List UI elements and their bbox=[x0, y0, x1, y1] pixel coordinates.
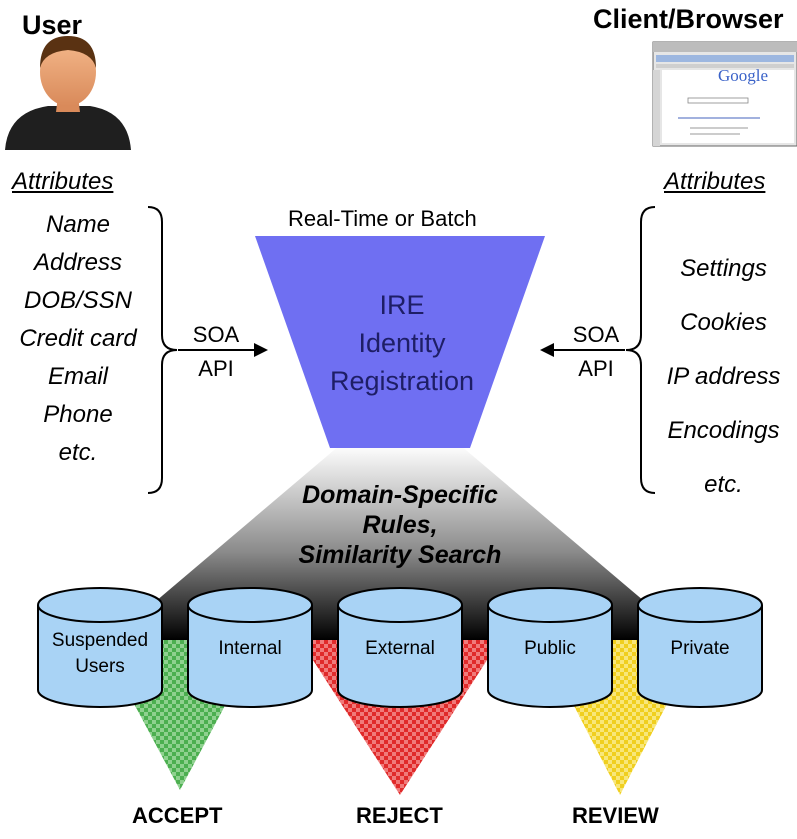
client-attr-cookies: Cookies bbox=[680, 309, 767, 336]
rules-label: Domain-Specific Rules, Similarity Search bbox=[250, 480, 550, 570]
user-attr-credit-card: Credit card bbox=[19, 325, 137, 352]
user-attributes-list: Name Address DOB/SSN Credit card Email P… bbox=[0, 206, 156, 472]
user-attributes-title: Attributes bbox=[12, 168, 114, 195]
user-attr-etc: etc. bbox=[58, 439, 98, 466]
db-label-private: Private bbox=[670, 638, 730, 659]
db-label-public: Public bbox=[524, 638, 576, 659]
rules-line1: Domain-Specific bbox=[302, 481, 498, 509]
ire-line3: Registration bbox=[329, 366, 475, 396]
user-attr-name: Name bbox=[45, 211, 111, 238]
db-0-line1: Suspended bbox=[51, 630, 149, 651]
db-internal bbox=[187, 587, 313, 708]
ire-label: IRE Identity Registration bbox=[270, 286, 534, 400]
soa-left-line2: API bbox=[198, 356, 234, 381]
right-brace bbox=[625, 206, 656, 494]
client-attr-encodings: Encodings bbox=[667, 417, 780, 444]
client-attributes-title: Attributes bbox=[664, 168, 766, 195]
db-0-line2: Users bbox=[75, 656, 125, 677]
user-title: User bbox=[22, 10, 83, 40]
soa-api-right: SOA API bbox=[566, 318, 626, 386]
db-label-suspended-users: Suspended Users bbox=[38, 628, 162, 680]
db-label-internal: Internal bbox=[218, 638, 282, 659]
right-arrow-head bbox=[540, 343, 554, 357]
db-public bbox=[487, 587, 613, 708]
db-external bbox=[337, 587, 463, 708]
browser-window-icon bbox=[652, 41, 797, 147]
ire-line2: Identity bbox=[358, 328, 446, 358]
rules-line3: Similarity Search bbox=[298, 541, 502, 569]
user-attr-phone: Phone bbox=[43, 401, 113, 428]
ire-funnel bbox=[255, 236, 545, 448]
client-attr-ip-address: IP address bbox=[666, 363, 781, 390]
mode-label: Real-Time or Batch bbox=[288, 206, 477, 231]
client-title: Client/Browser bbox=[593, 4, 784, 34]
left-brace bbox=[147, 206, 178, 494]
db-private bbox=[637, 587, 763, 708]
outcome-reject: REJECT bbox=[356, 803, 443, 828]
client-attributes-list: Settings Cookies IP address Encodings et… bbox=[650, 242, 797, 512]
browser-logo-text: Google bbox=[718, 66, 769, 85]
rules-line2: Rules, bbox=[362, 511, 438, 539]
client-attr-etc: etc. bbox=[704, 471, 743, 498]
outcome-accept: ACCEPT bbox=[132, 803, 223, 828]
db-suspended-users bbox=[37, 587, 163, 708]
user-avatar-icon bbox=[5, 36, 131, 150]
client-attr-settings: Settings bbox=[680, 255, 767, 282]
outcome-review: REVIEW bbox=[572, 803, 659, 828]
soa-left-line1: SOA bbox=[192, 322, 240, 347]
db-label-external: External bbox=[365, 638, 435, 659]
ire-line1: IRE bbox=[379, 290, 425, 320]
user-attr-email: Email bbox=[47, 363, 108, 390]
user-attr-address: Address bbox=[33, 249, 123, 276]
soa-right-line1: SOA bbox=[572, 322, 620, 347]
user-attr-dob-ssn: DOB/SSN bbox=[23, 287, 133, 314]
soa-right-line2: API bbox=[578, 356, 614, 381]
left-arrow-head bbox=[254, 343, 268, 357]
soa-api-left: SOA API bbox=[186, 318, 246, 386]
